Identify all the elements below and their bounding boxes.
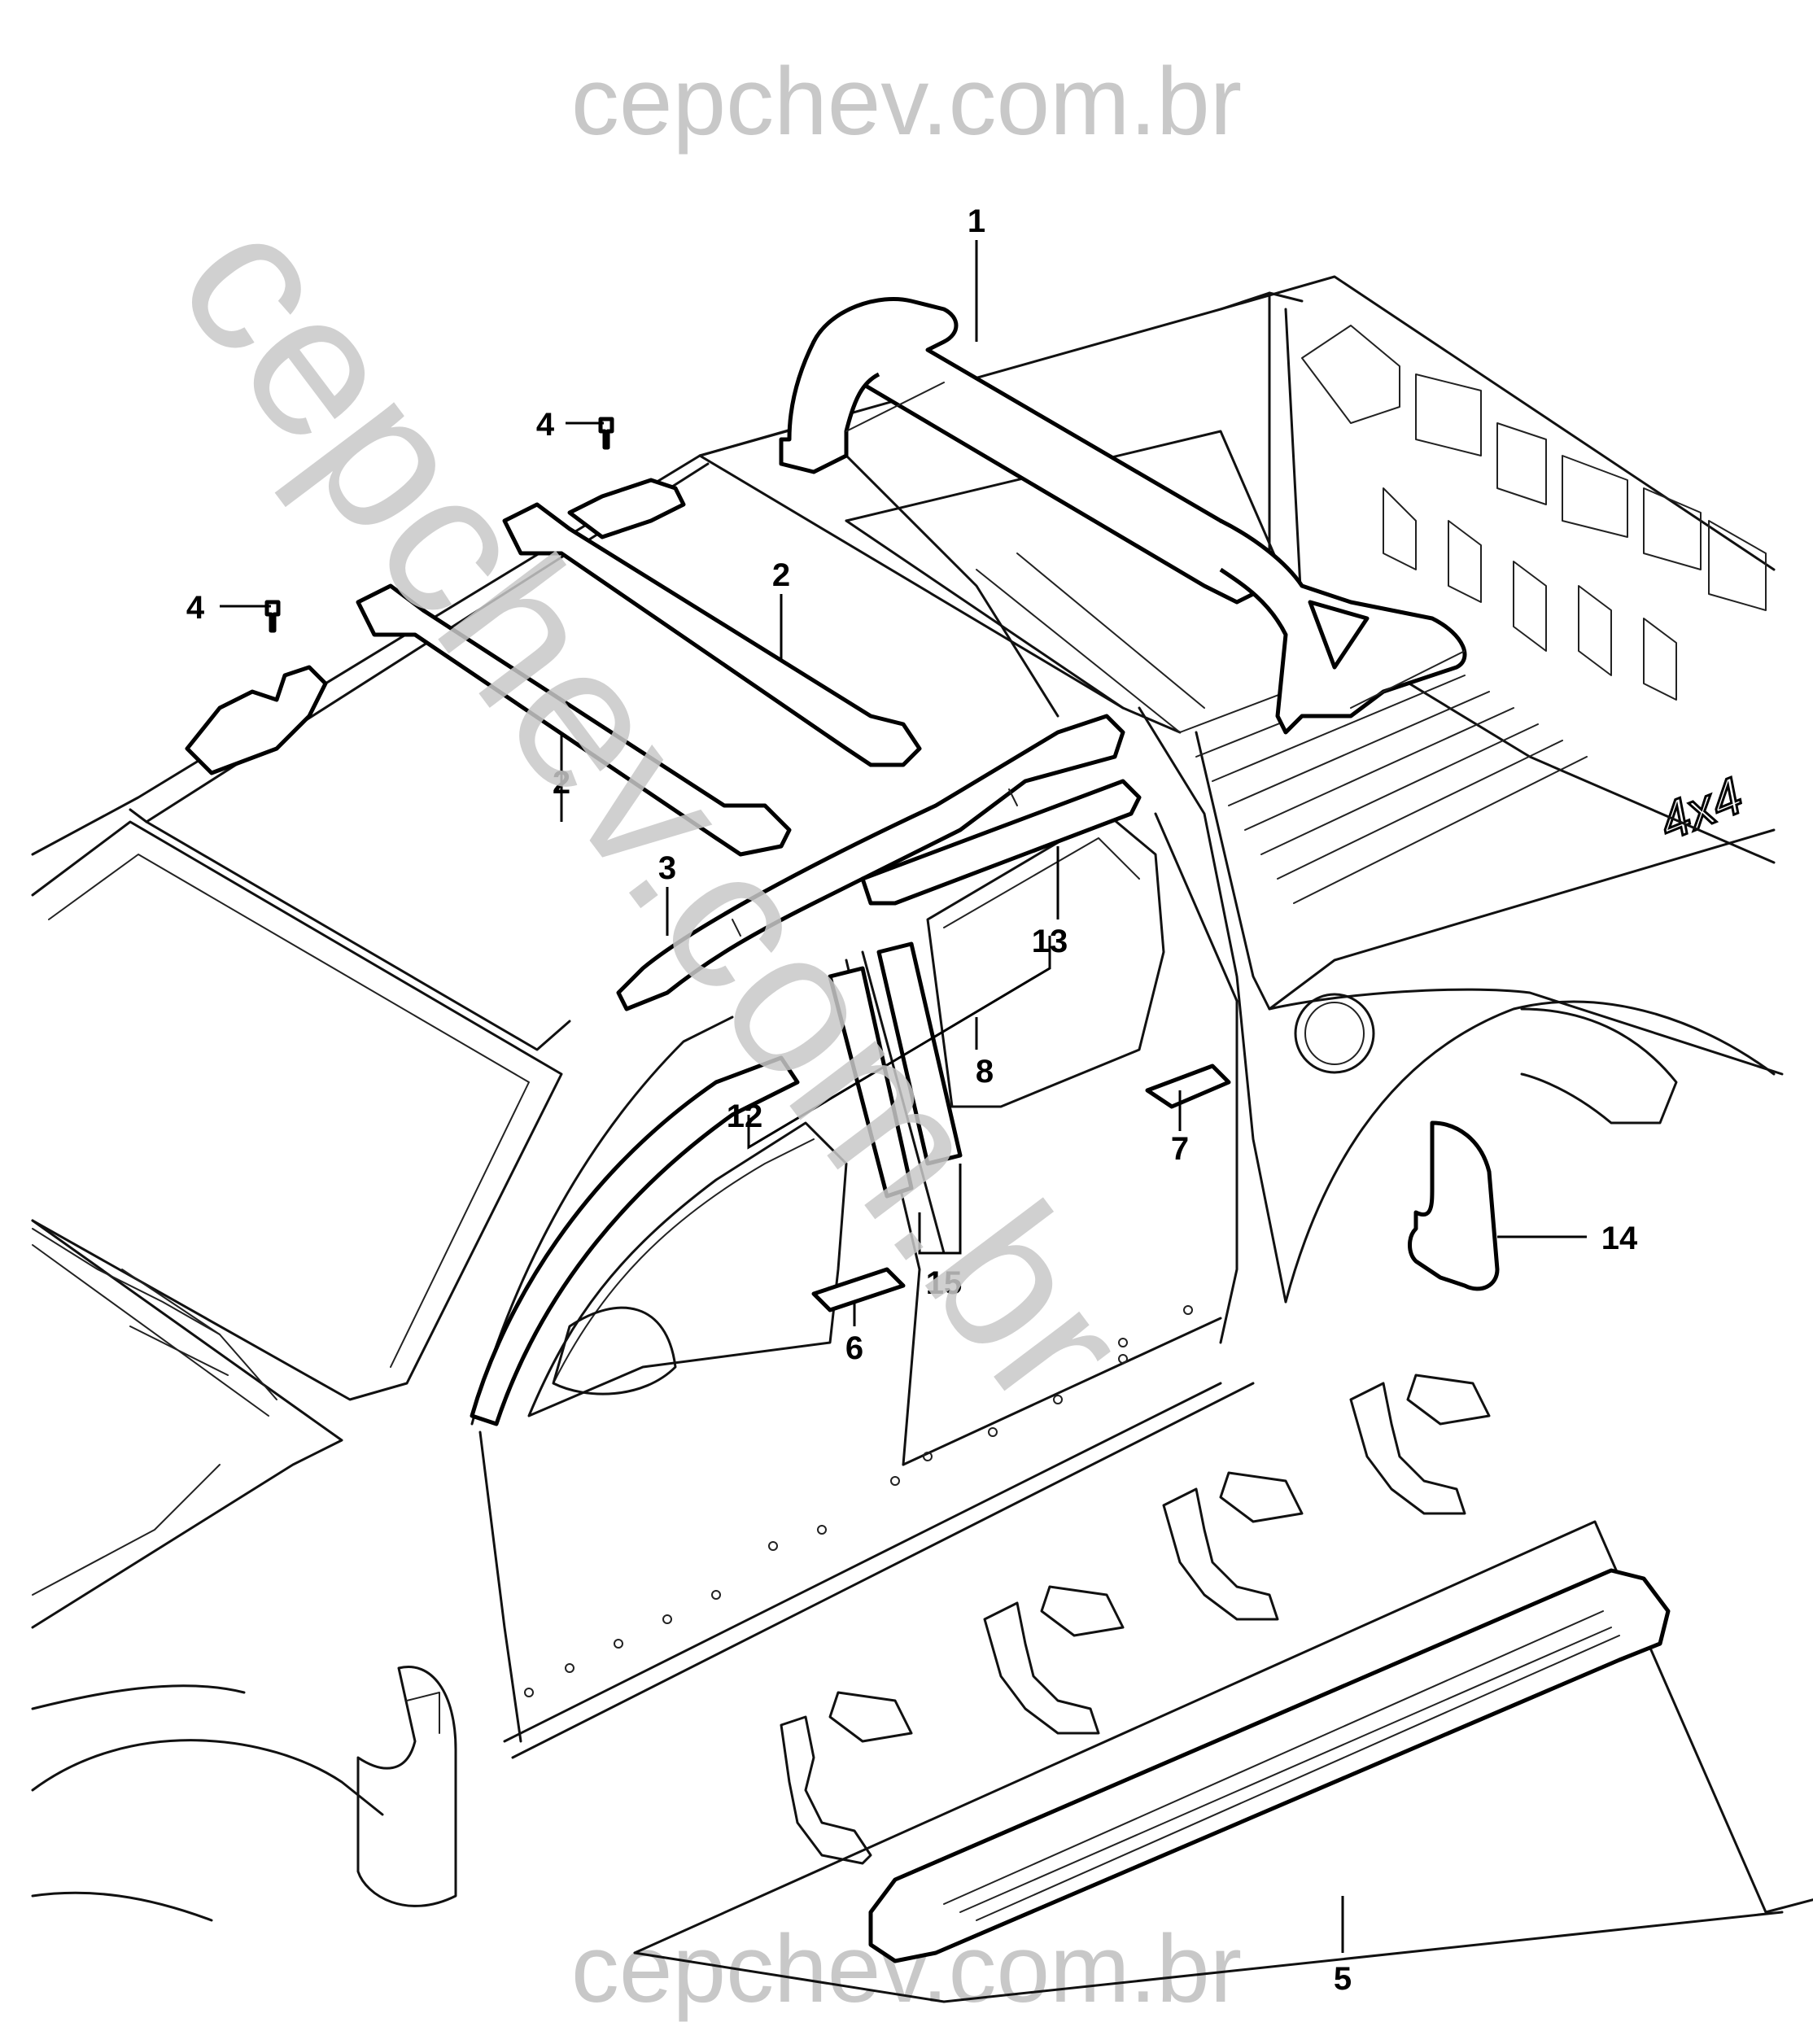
part-pillar-trims <box>828 941 963 1199</box>
part-rear-mud-flap <box>1408 1120 1500 1291</box>
callout-2-lower: 2 <box>553 765 570 801</box>
part-bolts <box>185 417 686 775</box>
part-roof-rail <box>616 714 1125 1011</box>
part-door-handles <box>811 1063 1231 1312</box>
callout-1: 1 <box>968 203 985 239</box>
callout-2-upper: 2 <box>772 557 790 593</box>
part-sport-bar <box>779 296 1467 735</box>
part-cross-bars <box>356 502 922 857</box>
callout-8: 8 <box>976 1054 994 1090</box>
badge-4x4: 4x4 <box>1651 766 1751 851</box>
callout-14: 14 <box>1601 1221 1638 1256</box>
leader-lines <box>220 240 1587 1953</box>
part-running-board <box>633 1374 1813 2003</box>
callout-15: 15 <box>926 1265 963 1301</box>
callout-7: 7 <box>1171 1131 1189 1167</box>
watermark-top: cepchev.com.br <box>571 48 1242 155</box>
callout-5: 5 <box>1334 1961 1352 1997</box>
part-window-visors <box>470 779 1142 1426</box>
callout-3: 3 <box>658 850 676 886</box>
callout-4-upper: 4 <box>536 407 555 443</box>
callout-12: 12 <box>727 1098 763 1134</box>
callout-13: 13 <box>1032 924 1068 959</box>
callout-4-lower: 4 <box>186 590 205 626</box>
watermark-diagonal: cepchev.com.br <box>137 174 1173 1445</box>
callout-6: 6 <box>845 1330 863 1366</box>
